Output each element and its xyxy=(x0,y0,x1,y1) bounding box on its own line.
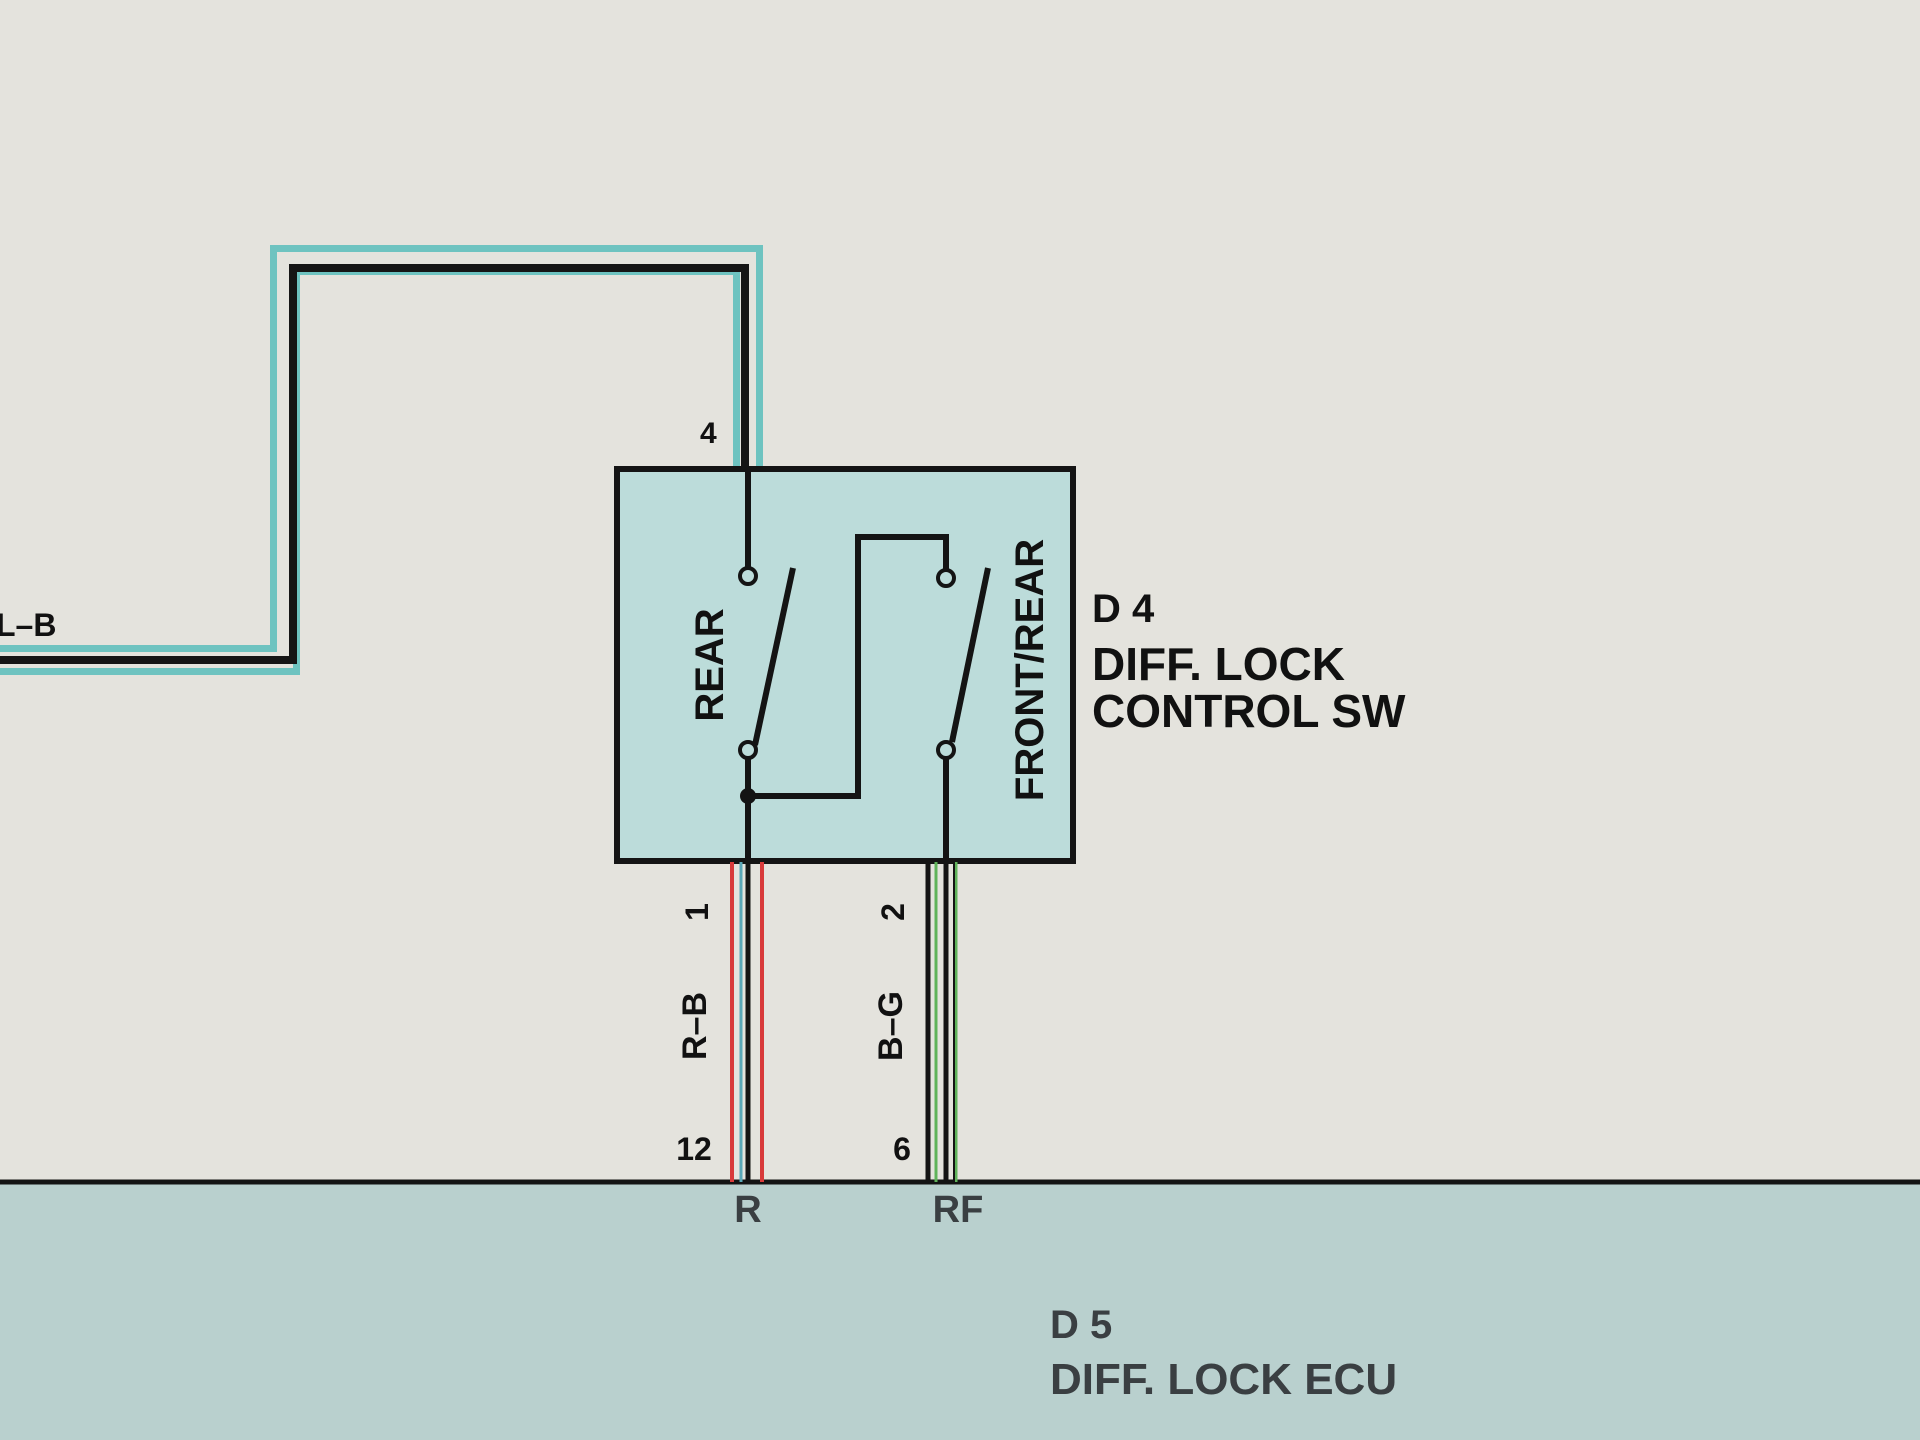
wire-b-g xyxy=(925,862,958,1182)
wire-r-b-label: R–B xyxy=(676,992,714,1060)
ecu-region xyxy=(0,1182,1920,1440)
ecu-name: DIFF. LOCK ECU xyxy=(1050,1355,1397,1404)
wire-l-b-label: L–B xyxy=(0,607,56,643)
ecu-ref: D 5 xyxy=(1050,1303,1112,1347)
wire-l-b xyxy=(0,245,763,675)
pin-12-label: 12 xyxy=(676,1131,712,1167)
front-rear-switch xyxy=(943,567,991,862)
wire-b-g-label: B–G xyxy=(872,991,910,1061)
pin-2-label: 2 xyxy=(875,903,911,921)
front-switch-contact-bottom xyxy=(936,740,956,760)
ecu-terminal-r: R xyxy=(734,1189,761,1231)
switch-ref: D 4 xyxy=(1092,587,1155,631)
front-rear-label: FRONT/REAR xyxy=(1008,539,1052,801)
pin-6-label: 6 xyxy=(893,1131,911,1167)
junction-dot xyxy=(740,788,756,804)
pin-4-label: 4 xyxy=(700,417,717,450)
front-switch-contact-top xyxy=(936,568,956,588)
rear-label: REAR xyxy=(688,608,732,721)
rear-switch-contact-top xyxy=(738,566,758,586)
diff-lock-control-switch-box xyxy=(614,466,1076,864)
pin-1-label: 1 xyxy=(679,903,715,921)
switch-name-line2: CONTROL SW xyxy=(1092,685,1406,737)
rear-switch xyxy=(745,470,949,862)
wire-r-b xyxy=(730,862,764,1182)
ecu-terminal-rf: RF xyxy=(933,1189,984,1231)
switch-name-line1: DIFF. LOCK xyxy=(1092,638,1345,690)
rear-switch-contact-bottom xyxy=(738,740,758,760)
